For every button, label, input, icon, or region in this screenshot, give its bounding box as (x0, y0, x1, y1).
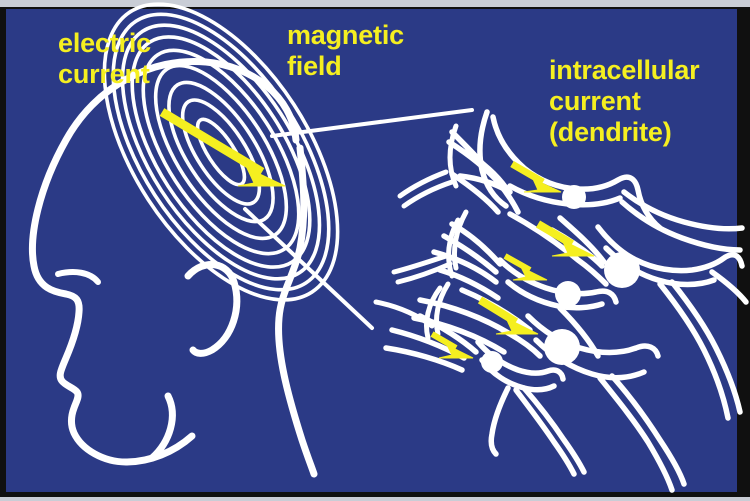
neuron-5-axon-b (521, 385, 587, 475)
arrow-5-shaft (430, 331, 458, 351)
neuron-4 (411, 287, 687, 493)
face-contour (28, 57, 300, 466)
intracellular-arrow-2 (535, 220, 595, 257)
intracellular-arrow-5 (430, 331, 474, 359)
arrow-5-head (438, 343, 474, 359)
neuron-3-dendrite-4 (437, 267, 501, 301)
neuron-1-dendrite-6 (463, 149, 509, 191)
field-ring-9 (102, 2, 340, 302)
arrow-1-shaft (510, 160, 545, 186)
leader-line-upper (270, 108, 474, 138)
neuron-5-dendrite-down (488, 385, 511, 457)
arbor-branch-10 (395, 261, 453, 285)
eye-line (55, 269, 101, 285)
arbor-branch-6 (373, 299, 435, 329)
intracellular-arrow-1 (510, 160, 562, 193)
arrow-3-shaft (503, 253, 532, 273)
chin-line (148, 392, 176, 462)
neuron-2-dendrite-3 (507, 211, 609, 287)
arrow-2-head (551, 238, 595, 257)
arbor-branch-3 (451, 209, 469, 271)
intracellular-arrow-3 (503, 253, 548, 281)
arrow-4-head (495, 316, 539, 335)
head-profile-outline (28, 57, 318, 478)
label-electric-current: electric current (58, 28, 151, 89)
label-magnetic-field: magnetic field (287, 20, 404, 81)
intracellular-arrow-4 (477, 296, 539, 335)
field-ring-8 (111, 12, 331, 292)
arbor-branch-5 (433, 281, 451, 337)
arbor-branch-7 (397, 169, 449, 199)
field-ring-2 (180, 98, 262, 206)
electric-arrow-shaft (159, 108, 265, 176)
neuron-3-soma-bottom (505, 279, 605, 311)
neuron-3-dendrite-2 (431, 249, 499, 285)
ear-outline (184, 261, 241, 357)
nucleus-5 (481, 351, 503, 373)
neuron-1-dendrite-5 (449, 171, 501, 215)
field-ring-3 (167, 80, 275, 224)
diagram-background (6, 9, 737, 492)
magnetic-field-coils (102, 2, 340, 302)
arrow-4-shaft (477, 296, 519, 326)
current-arrows (159, 108, 595, 359)
arbor-branch-8 (401, 179, 455, 209)
neuron-4-axon-a (597, 375, 675, 493)
back-of-head-neck (275, 144, 318, 478)
neuron-2-dendrite-1 (557, 215, 607, 265)
dendritic-arbor (373, 123, 469, 341)
neuron-5-dendrite-2 (383, 345, 465, 373)
neuron-1-axon-a (621, 189, 745, 232)
arbor-branch-2 (446, 217, 461, 279)
arrow-3-head (512, 265, 548, 281)
leader-line-lower (243, 207, 374, 330)
neuron-2-axon-a (657, 281, 731, 421)
neuron-2-axon-c (709, 269, 749, 305)
neuron-2-axon-b (669, 279, 743, 415)
nucleus-3 (555, 281, 581, 307)
arrow-2-shaft (535, 220, 575, 248)
neuron-1-soma-top (490, 114, 663, 231)
field-ring-1 (195, 117, 247, 187)
arbor-branch-9 (391, 253, 449, 275)
arrow-1-head (523, 177, 562, 193)
electric-current-arrow (159, 108, 286, 187)
soma-nuclei (481, 185, 640, 373)
nucleus-4 (544, 329, 580, 365)
neuron-4-axon-b (609, 373, 687, 487)
neuron-2-soma-top (595, 224, 745, 274)
nucleus-1 (562, 185, 586, 209)
label-intracellular-current: intracellular current (dendrite) (549, 55, 700, 147)
nucleus-2 (604, 252, 640, 288)
neuron-5-axon-a (513, 387, 577, 477)
electric-arrow-head (237, 166, 286, 187)
neuron-1-axon-b (619, 199, 743, 253)
neuron-1-dendrite-1 (477, 109, 509, 209)
arbor-branch-4 (424, 285, 443, 341)
field-ring-7 (120, 23, 322, 281)
field-ring-6 (130, 35, 312, 269)
